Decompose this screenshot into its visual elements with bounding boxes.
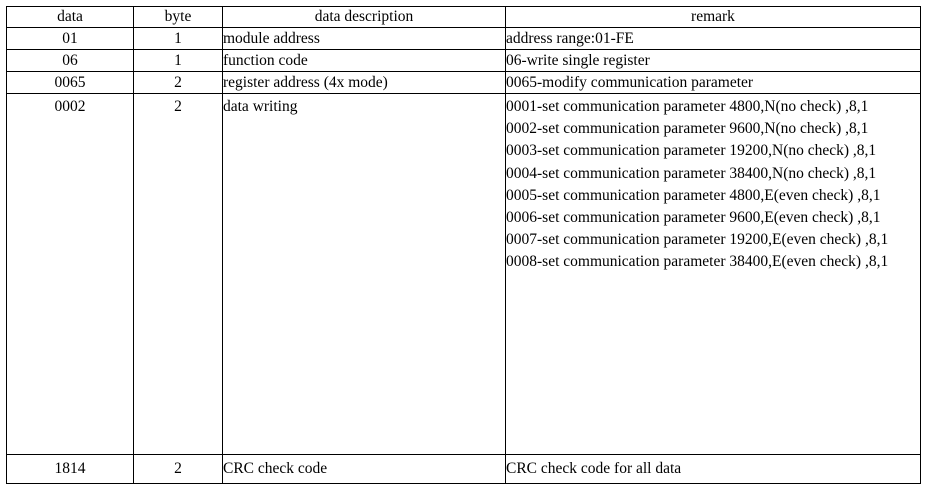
- cell-description: function code: [222, 49, 506, 72]
- cell-remark: CRC check code for all data: [505, 454, 921, 484]
- cell-data: 06: [6, 49, 134, 72]
- cell-data: 01: [6, 27, 134, 50]
- cell-remark-parameter-list: 0001-set communication parameter 4800,N(…: [505, 93, 921, 455]
- column-header-remark: remark: [505, 6, 921, 28]
- parameter-option-item: 0007-set communication parameter 19200,E…: [506, 231, 889, 249]
- table-row: 01 1 module address address range:01-FE: [6, 27, 921, 50]
- cell-remark: 0065-modify communication parameter: [505, 71, 921, 94]
- table-row-data-writing: 0002 2 data writing 0001-set communicati…: [6, 93, 921, 455]
- column-header-byte: byte: [133, 6, 223, 28]
- cell-description: module address: [222, 27, 506, 50]
- table-row: 06 1 function code 06-write single regis…: [6, 49, 921, 72]
- cell-byte: 2: [133, 454, 223, 484]
- cell-byte: 2: [133, 93, 223, 455]
- table-row: 1814 2 CRC check code CRC check code for…: [6, 454, 921, 484]
- modbus-command-table: data byte data description remark 01 1 m…: [6, 6, 921, 484]
- cell-remark: 06-write single register: [505, 49, 921, 72]
- cell-byte: 2: [133, 71, 223, 94]
- cell-byte: 1: [133, 49, 223, 72]
- table-header-row: data byte data description remark: [6, 6, 921, 28]
- cell-data: 0002: [6, 93, 134, 455]
- parameter-option-item: 0002-set communication parameter 9600,N(…: [506, 120, 869, 138]
- cell-description: data writing: [222, 93, 506, 455]
- cell-description: register address (4x mode): [222, 71, 506, 94]
- column-header-data: data: [6, 6, 134, 28]
- parameter-option-item: 0006-set communication parameter 9600,E(…: [506, 209, 881, 227]
- cell-remark: address range:01-FE: [505, 27, 921, 50]
- cell-data: 1814: [6, 454, 134, 484]
- parameter-option-item: 0003-set communication parameter 19200,N…: [506, 142, 877, 160]
- cell-byte: 1: [133, 27, 223, 50]
- parameter-option-list: 0001-set communication parameter 4800,N(…: [506, 96, 920, 274]
- parameter-option-item: 0008-set communication parameter 38400,E…: [506, 253, 889, 271]
- cell-data: 0065: [6, 71, 134, 94]
- parameter-option-item: 0005-set communication parameter 4800,E(…: [506, 186, 881, 204]
- parameter-option-item: 0001-set communication parameter 4800,N(…: [506, 98, 869, 115]
- column-header-data-description: data description: [222, 6, 506, 28]
- parameter-option-item: 0004-set communication parameter 38400,N…: [506, 164, 877, 182]
- table-row: 0065 2 register address (4x mode) 0065-m…: [6, 71, 921, 94]
- cell-description: CRC check code: [222, 454, 506, 484]
